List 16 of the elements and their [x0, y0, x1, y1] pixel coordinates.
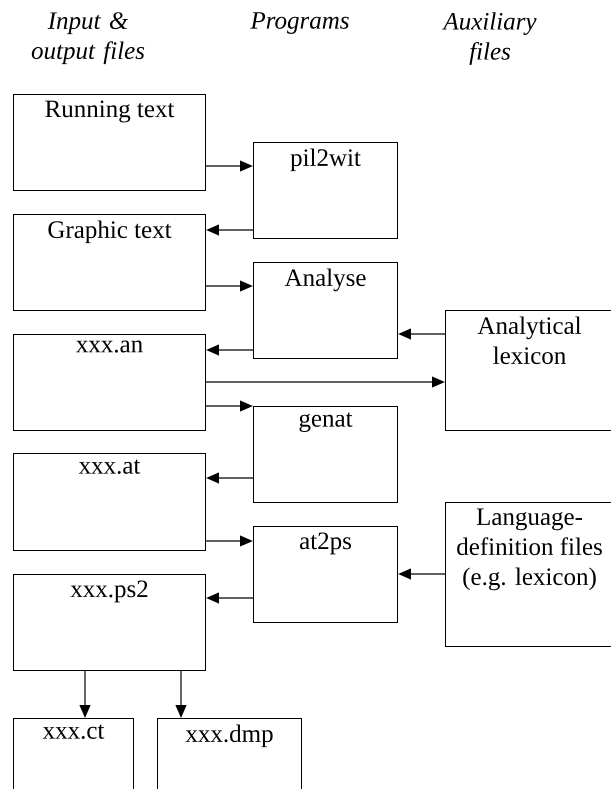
column-heading: Programs	[250, 12, 349, 34]
file-box: Analyse	[253, 262, 398, 359]
column-heading: Auxiliary files	[442, 12, 537, 65]
file-box: Analytical lexicon	[445, 310, 611, 431]
file-box: pil2wit	[253, 142, 398, 239]
file-box: genat	[253, 406, 398, 503]
file-box: Graphic text	[13, 214, 206, 311]
file-box: xxx.at	[13, 453, 206, 551]
file-box: Language-definition files (e.g. lexicon)	[445, 502, 611, 647]
file-box: xxx.ct	[13, 718, 134, 789]
file-box: at2ps	[253, 526, 398, 623]
column-heading: Input & output files	[32, 12, 144, 64]
file-box: xxx.dmp	[157, 718, 302, 789]
file-box: xxx.an	[13, 334, 206, 431]
file-box: Running text	[13, 94, 206, 191]
file-box: xxx.ps2	[13, 574, 206, 671]
